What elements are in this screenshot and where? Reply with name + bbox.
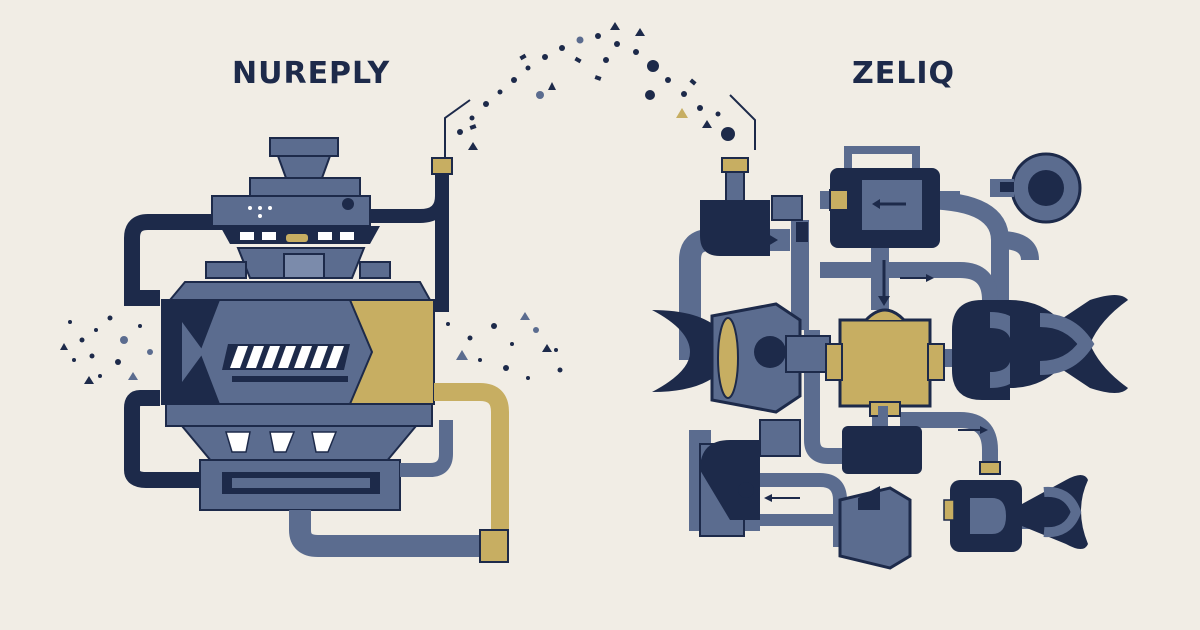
right-pipe-network-icon bbox=[652, 146, 1128, 570]
left-machine-icon bbox=[60, 137, 563, 563]
right-label: ZELIQ bbox=[852, 56, 956, 91]
particle-stream-icon bbox=[444, 22, 756, 160]
left-label: NUREPLY bbox=[232, 56, 391, 91]
